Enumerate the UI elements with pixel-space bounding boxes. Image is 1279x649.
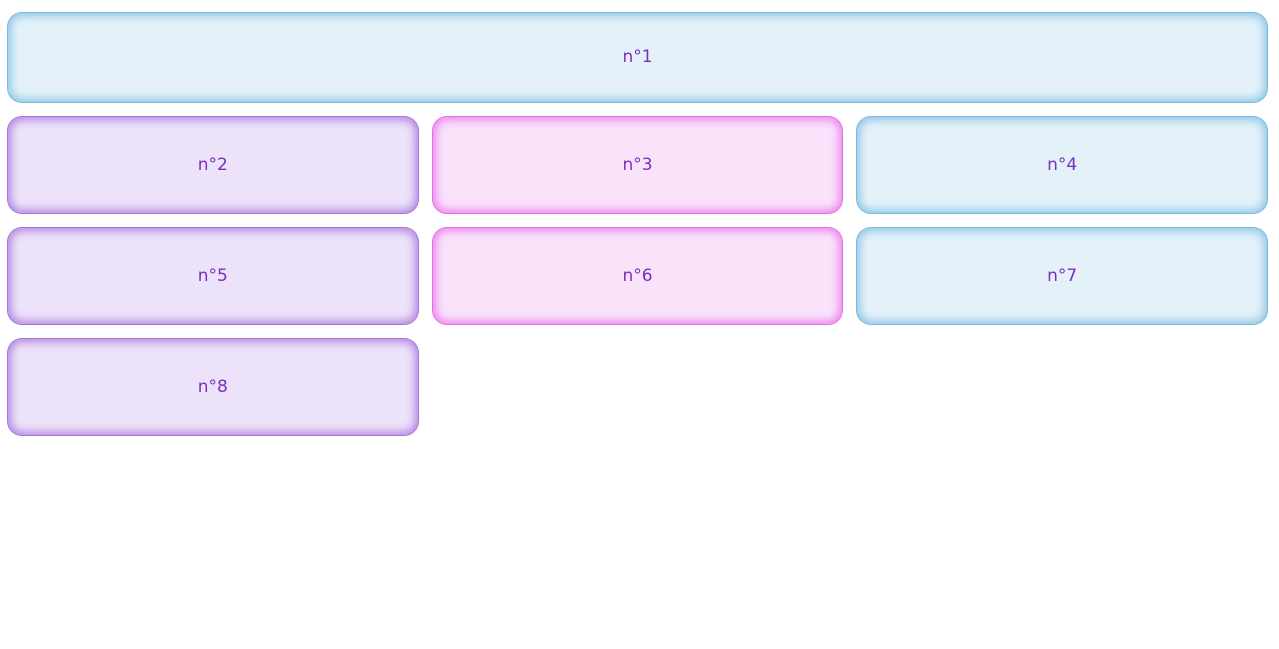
box-n5-label: n°5 <box>197 265 228 286</box>
box-n3: n°3 <box>431 116 844 214</box>
box-n8: n°8 <box>7 338 419 436</box>
box-n7-label: n°7 <box>1047 265 1078 286</box>
box-n6: n°6 <box>431 227 844 325</box>
box-n8-label: n°8 <box>197 376 228 397</box>
box-grid: n°1 n°2 n°3 n°4 n°5 n°6 n°7 n°8 <box>7 12 1268 436</box>
box-n3-label: n°3 <box>622 154 653 175</box>
box-n5: n°5 <box>7 227 419 325</box>
box-n4: n°4 <box>856 116 1268 214</box>
box-n1-label: n°1 <box>622 47 653 67</box>
box-n2-label: n°2 <box>197 154 228 175</box>
box-n1: n°1 <box>7 12 1268 103</box>
box-n4-label: n°4 <box>1047 154 1078 175</box>
box-n7: n°7 <box>856 227 1268 325</box>
box-n6-label: n°6 <box>622 265 653 286</box>
box-n2: n°2 <box>7 116 419 214</box>
